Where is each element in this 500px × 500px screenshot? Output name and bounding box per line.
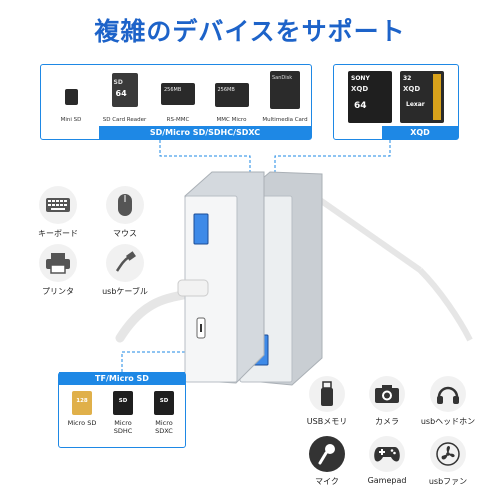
device-printer: プリンタ <box>28 244 88 297</box>
printer-icon <box>46 253 70 274</box>
sd-card-panel: Mini SD SD 64 SD Card Reader 256MB RS-MM… <box>40 64 312 140</box>
device-mouse: マウス <box>95 186 155 239</box>
xqd-card-panel: SONY XQD 64 32 XQD Lexar XQD <box>333 64 459 140</box>
device-usb-cable: usbケーブル <box>95 244 155 297</box>
keyboard-icon <box>46 198 70 212</box>
tf-banner: TF/Micro SD <box>59 372 185 385</box>
usb-stick-icon <box>321 381 333 406</box>
sd-connector-line <box>159 140 251 210</box>
multimedia-card: SanDisk Multimedia Card <box>261 71 309 125</box>
headphones-icon <box>437 386 459 404</box>
micro-sdxc-card: SD Micro SDXC <box>145 391 183 435</box>
usb-cable-icon <box>115 251 136 272</box>
sd-card: SD 64 SD Card Reader <box>101 71 149 125</box>
tf-connector-line <box>121 351 190 372</box>
tf-card-panel: TF/Micro SD 128 Micro SD SD Micro SDHC S… <box>58 372 186 448</box>
page-title: 複雑のデバイスをサポート <box>94 17 406 46</box>
xqd-card-sony: SONY XQD 64 <box>348 71 392 123</box>
microphone-icon <box>318 444 335 465</box>
device-gamepad: Gamepad <box>356 436 418 485</box>
micro-sdhc-card: SD Micro SDHC <box>104 391 142 435</box>
gamepad-icon <box>374 447 400 462</box>
rs-mmc-card: 256MB RS-MMC <box>154 71 202 125</box>
device-fan: usbファン <box>417 436 479 487</box>
sd-banner: SD/Micro SD/SDHC/SDXC <box>99 126 311 139</box>
mini-sd-card: Mini SD <box>47 71 95 125</box>
xqd-banner: XQD <box>382 126 458 139</box>
device-usb-stick: USBメモリ <box>296 376 358 427</box>
device-headphones: usbヘッドホン <box>417 376 479 427</box>
device-keyboard: キーボード <box>28 186 88 239</box>
device-camera: カメラ <box>356 376 418 427</box>
xqd-card-lexar: 32 XQD Lexar <box>400 71 444 123</box>
device-microphone: マイク <box>296 436 358 487</box>
camera-icon <box>375 385 399 403</box>
mouse-icon <box>118 194 132 216</box>
micro-sd-card: 128 Micro SD <box>63 391 101 427</box>
xqd-connector-line <box>274 140 391 205</box>
mmc-micro-card: 256MB MMC Micro <box>208 71 256 125</box>
fan-icon <box>436 442 460 466</box>
